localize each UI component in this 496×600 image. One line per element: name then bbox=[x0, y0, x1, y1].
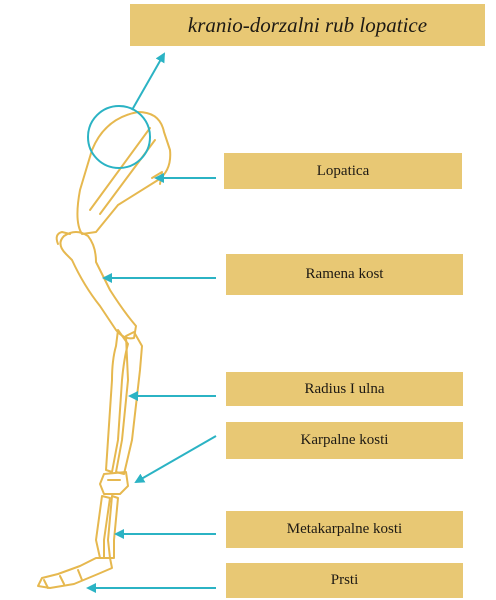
carpal-bones bbox=[100, 472, 128, 494]
phalanx-detail-1 bbox=[60, 576, 64, 584]
phalanges bbox=[38, 558, 112, 588]
metacarpal-bone-1 bbox=[96, 496, 110, 558]
ulna-bone bbox=[106, 330, 128, 472]
arrow-title bbox=[132, 54, 164, 110]
highlight-circle bbox=[88, 106, 150, 168]
humerus-bone bbox=[60, 232, 136, 338]
arrow-karpalne-kosti bbox=[136, 436, 216, 482]
scapula-spine bbox=[90, 128, 150, 210]
scapula-bone bbox=[77, 112, 170, 234]
phalanx-detail-2 bbox=[78, 570, 82, 580]
